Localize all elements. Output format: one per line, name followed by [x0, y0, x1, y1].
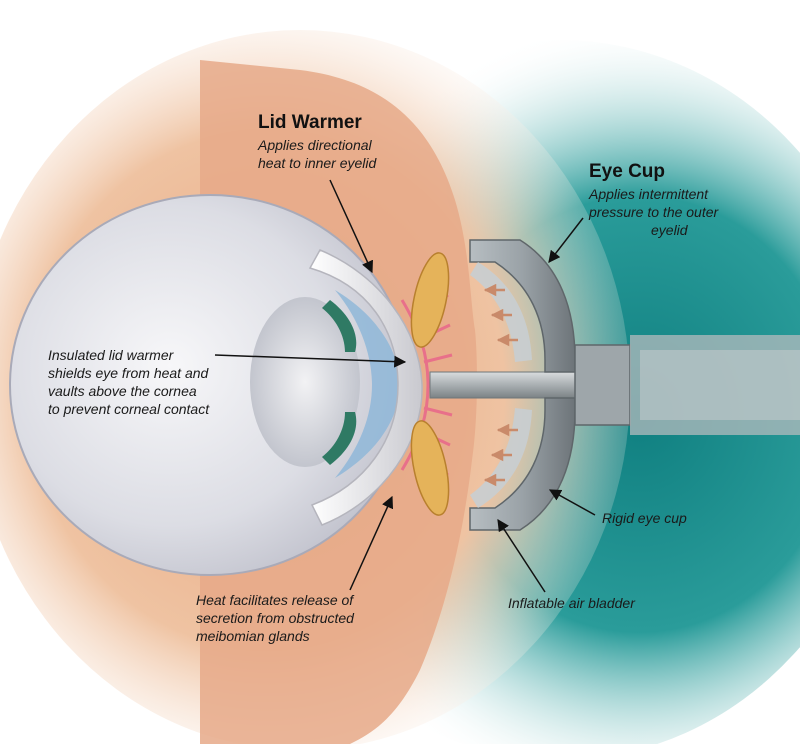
arrow-air-bladder	[497, 518, 546, 593]
arrow-eye-cup	[548, 217, 584, 263]
insulated-note-line1: Insulated lid warmer	[48, 347, 174, 363]
inflatable-air-bladder-label: Inflatable air bladder	[508, 595, 635, 611]
leader-arrows	[214, 179, 596, 593]
heat-note-line1: Heat facilitates release of	[196, 592, 354, 608]
arrow-heat	[349, 495, 394, 591]
insulated-note: Insulated lid warmer shields eye from he…	[48, 346, 209, 418]
lid-warmer-desc-line1: Applies directional	[258, 137, 372, 153]
lens	[250, 297, 360, 467]
eye-cup-title: Eye Cup	[589, 161, 666, 182]
cornea	[335, 290, 400, 478]
rigid-eye-cup-label: Rigid eye cup	[602, 510, 687, 526]
arrow-lid-warmer	[329, 179, 373, 274]
eyeball	[9, 194, 411, 576]
heat-note: Heat facilitates release of secretion fr…	[196, 591, 354, 645]
heat-note-line2: secretion from obstructed	[196, 610, 354, 626]
lid-warmer-shell	[308, 249, 423, 526]
lid-warmer-title: Lid Warmer	[258, 112, 362, 133]
meibomian-glands	[410, 252, 450, 516]
lid-warmer-description: Applies directional heat to inner eyelid	[258, 136, 376, 172]
arrow-insulated	[214, 354, 407, 368]
device-housing	[574, 335, 800, 435]
eye-cup-description: Applies intermittent pressure to the out…	[589, 185, 718, 239]
eye-cup-desc-line2: pressure to the outer	[589, 204, 719, 220]
insulated-note-line2: shields eye from heat and	[48, 365, 209, 381]
pressure-arrows	[483, 283, 518, 487]
iris	[322, 300, 357, 465]
lid-warmer-desc-line2: heat to inner eyelid	[258, 155, 377, 171]
eye-cup-desc-line3: eyelid	[651, 222, 688, 238]
arrow-rigid-cup	[548, 489, 596, 516]
heat-note-line3: meibomian glands	[196, 628, 310, 644]
eye-cup-desc-line1: Applies intermittent	[589, 186, 709, 202]
insulated-note-line4: to prevent corneal contact	[48, 401, 210, 417]
insulated-note-line3: vaults above the cornea	[48, 383, 197, 399]
